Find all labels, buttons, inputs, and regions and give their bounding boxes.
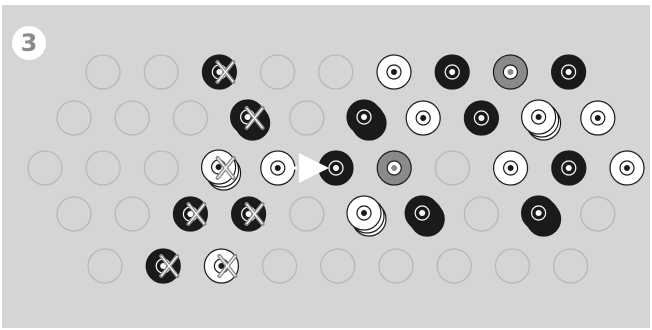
- board-space-r5-c2-black-x[interactable]: [146, 249, 180, 283]
- board-space-r3-c11-white[interactable]: [610, 151, 644, 185]
- board-space-r5-c5-empty[interactable]: [321, 249, 355, 283]
- board-space-r2-c4-black-stack-x[interactable]: [231, 100, 270, 140]
- board-space-r1-c5-empty[interactable]: [319, 55, 353, 89]
- board-space-r4-c8-empty[interactable]: [464, 197, 498, 231]
- board-space-r5-c3-white-x[interactable]: [204, 249, 238, 283]
- board-space-r1-c4-empty[interactable]: [261, 55, 295, 89]
- board-space-r3-c3-empty[interactable]: [144, 151, 178, 185]
- board-space-r3-c2-empty[interactable]: [86, 151, 120, 185]
- board-space-r3-c8-empty[interactable]: [435, 151, 469, 185]
- board-space-r5-c6-empty[interactable]: [379, 249, 413, 283]
- board-space-r3-c1-empty[interactable]: [28, 151, 62, 185]
- board-space-r4-c1-empty[interactable]: [57, 197, 91, 231]
- board-space-r4-c6-white-stack[interactable]: [347, 196, 386, 236]
- board-space-r1-c2-empty[interactable]: [144, 55, 178, 89]
- board-space-r3-c10-black[interactable]: [552, 151, 586, 185]
- board-space-r3-c9-white[interactable]: [494, 151, 528, 185]
- board-space-r4-c2-empty[interactable]: [115, 197, 149, 231]
- board-space-r5-c1-empty[interactable]: [88, 249, 122, 283]
- board-space-r1-c3-black-x[interactable]: [202, 55, 236, 89]
- board-space-r3-c7-grey[interactable]: [377, 151, 411, 185]
- board-space-r4-c3-black-x[interactable]: [173, 197, 207, 231]
- board-space-r1-c1-empty[interactable]: [86, 55, 120, 89]
- board-space-r1-c8-grey[interactable]: [493, 55, 527, 89]
- board-space-r2-c7-white[interactable]: [406, 101, 440, 135]
- board-space-r1-c7-black[interactable]: [435, 55, 469, 89]
- board-space-r5-c8-empty[interactable]: [495, 249, 529, 283]
- board-space-r3-c4-white-stack-x[interactable]: [202, 150, 241, 190]
- board-space-r2-c3-empty[interactable]: [173, 101, 207, 135]
- board-space-r2-c8-black[interactable]: [464, 101, 498, 135]
- board-space-r5-c4-empty[interactable]: [263, 249, 297, 283]
- board-space-r2-c10-white[interactable]: [581, 101, 615, 135]
- board-space-r2-c1-empty[interactable]: [57, 101, 91, 135]
- board-space-r5-c9-empty[interactable]: [554, 249, 588, 283]
- board-space-r2-c2-empty[interactable]: [115, 101, 149, 135]
- board-space-r4-c9-black-stack[interactable]: [522, 196, 561, 236]
- board-space-r2-c5-empty[interactable]: [290, 101, 324, 135]
- board-space-r2-c6-black-stack[interactable]: [347, 100, 386, 140]
- board-space-r4-c4-black-x[interactable]: [232, 197, 266, 231]
- board-space-r5-c7-empty[interactable]: [437, 249, 471, 283]
- board-space-r3-c6-black[interactable]: [319, 151, 353, 185]
- board-space-r1-c6-white[interactable]: [377, 55, 411, 89]
- board-space-r1-c9-black[interactable]: [552, 55, 586, 89]
- board-space-r2-c9-white-stack[interactable]: [522, 100, 561, 140]
- board-space-r4-c7-black-stack[interactable]: [405, 196, 444, 236]
- board-space-r4-c5-empty[interactable]: [290, 197, 324, 231]
- board-space-r4-c10-empty[interactable]: [581, 197, 615, 231]
